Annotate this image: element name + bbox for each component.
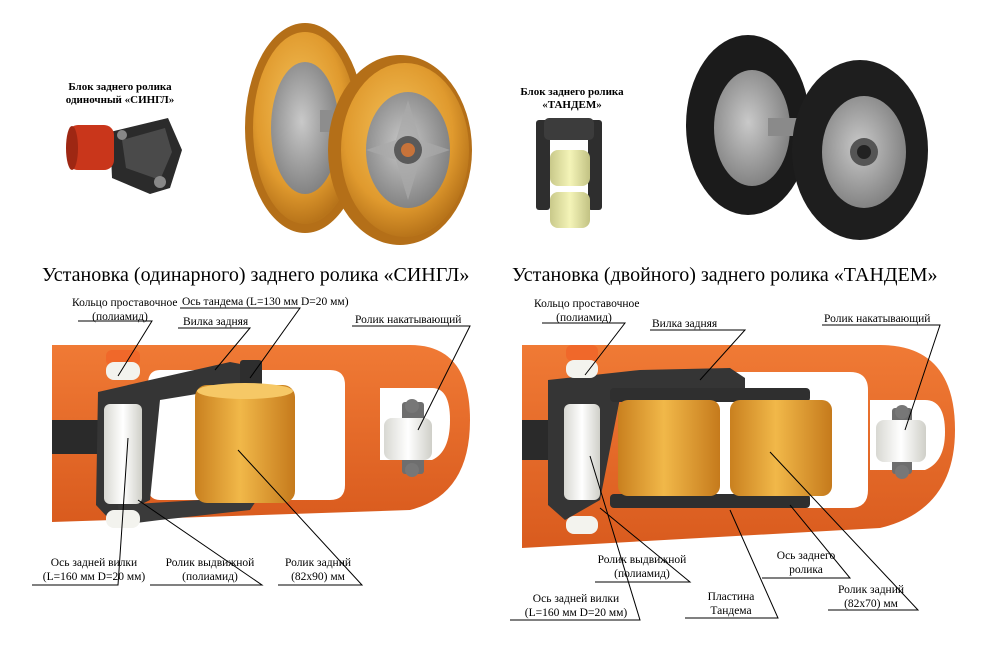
right-tandem-plate-label: Пластина Тандема bbox=[688, 590, 774, 618]
leader-lines-right bbox=[510, 322, 941, 621]
left-retract-roller-line1: Ролик выдвижной bbox=[165, 557, 255, 569]
tandem-installation-title: Установка (двойного) заднего ролика «ТАН… bbox=[512, 264, 938, 286]
right-rear-axle-line2: ролика bbox=[789, 564, 823, 576]
right-roller-entry-label: Ролик накатывающий bbox=[824, 313, 931, 325]
right-rear-axle-label: Ось заднего ролика bbox=[764, 549, 848, 577]
left-retract-roller-label: Ролик выдвижной (полиамид) bbox=[160, 556, 260, 584]
single-block-photo bbox=[66, 118, 182, 194]
left-spacer-ring-line2: (полиамид) bbox=[92, 311, 148, 323]
tandem-installation-photo bbox=[522, 345, 955, 548]
left-spacer-ring-label: Кольцо проставочное (полиамид) bbox=[72, 296, 178, 324]
right-rear-roller-label: Ролик задний (82х70) мм bbox=[826, 583, 916, 611]
rubber-wheel-pair-photo bbox=[686, 35, 928, 240]
right-retract-roller-line1: Ролик выдвижной bbox=[597, 554, 687, 566]
left-rear-roller-line2: (82х90) мм bbox=[291, 571, 345, 583]
left-rear-roller-line1: Ролик задний bbox=[284, 557, 352, 569]
right-rear-roller-line2: (82х70) мм bbox=[844, 598, 898, 610]
left-tandem-axle-label: Ось тандема (L=130 мм D=20 мм) bbox=[182, 296, 349, 308]
single-installation-photo bbox=[52, 345, 470, 528]
left-retract-roller-line2: (полиамид) bbox=[182, 571, 238, 583]
right-tandem-plate-line2: Тандема bbox=[710, 605, 752, 617]
right-rear-fork-label: Вилка задняя bbox=[652, 318, 718, 330]
left-rear-fork-label: Вилка задняя bbox=[183, 316, 249, 328]
right-rear-roller-line1: Ролик задний bbox=[837, 584, 905, 596]
left-fork-axle-line1: Ось задней вилки bbox=[50, 557, 138, 569]
tandem-block-photo bbox=[536, 118, 602, 228]
single-block-caption-line2: одиночный «СИНГЛ» bbox=[65, 94, 175, 106]
right-retract-roller-line2: (полиамид) bbox=[614, 568, 670, 580]
tandem-block-caption-line1: Блок заднего ролика bbox=[520, 86, 624, 98]
left-roller-entry-label: Ролик накатывающий bbox=[355, 314, 462, 326]
left-spacer-ring-line1: Кольцо проставочное bbox=[72, 297, 178, 309]
right-tandem-plate-line1: Пластина bbox=[707, 591, 755, 603]
right-spacer-ring-label: Кольцо проставочное (полиамид) bbox=[534, 297, 640, 325]
right-retract-roller-label: Ролик выдвижной (полиамид) bbox=[594, 553, 690, 581]
right-spacer-ring-line1: Кольцо проставочное bbox=[534, 298, 640, 310]
tandem-block-caption-line2: «ТАНДЕМ» bbox=[542, 99, 602, 111]
left-fork-axle-label: Ось задней вилки (L=160 мм D=20 мм) bbox=[34, 556, 154, 584]
tandem-block-caption: Блок заднего ролика «ТАНДЕМ» bbox=[512, 86, 632, 112]
right-spacer-ring-line2: (полиамид) bbox=[556, 312, 612, 324]
poly-wheel-pair-photo bbox=[245, 23, 472, 245]
left-fork-axle-line2: (L=160 мм D=20 мм) bbox=[42, 571, 146, 583]
right-rear-axle-line1: Ось заднего bbox=[776, 550, 836, 562]
single-block-caption-line1: Блок заднего ролика bbox=[68, 81, 172, 93]
left-rear-roller-label: Ролик задний (82х90) мм bbox=[276, 556, 360, 584]
right-fork-axle-line1: Ось задней вилки bbox=[532, 593, 620, 605]
single-block-caption: Блок заднего ролика одиночный «СИНГЛ» bbox=[60, 81, 180, 107]
single-installation-title: Установка (одинарного) заднего ролика «С… bbox=[42, 264, 470, 286]
leader-lines-left bbox=[32, 307, 471, 586]
right-fork-axle-label: Ось задней вилки (L=160 мм D=20 мм) bbox=[514, 592, 638, 620]
right-fork-axle-line2: (L=160 мм D=20 мм) bbox=[524, 607, 628, 619]
